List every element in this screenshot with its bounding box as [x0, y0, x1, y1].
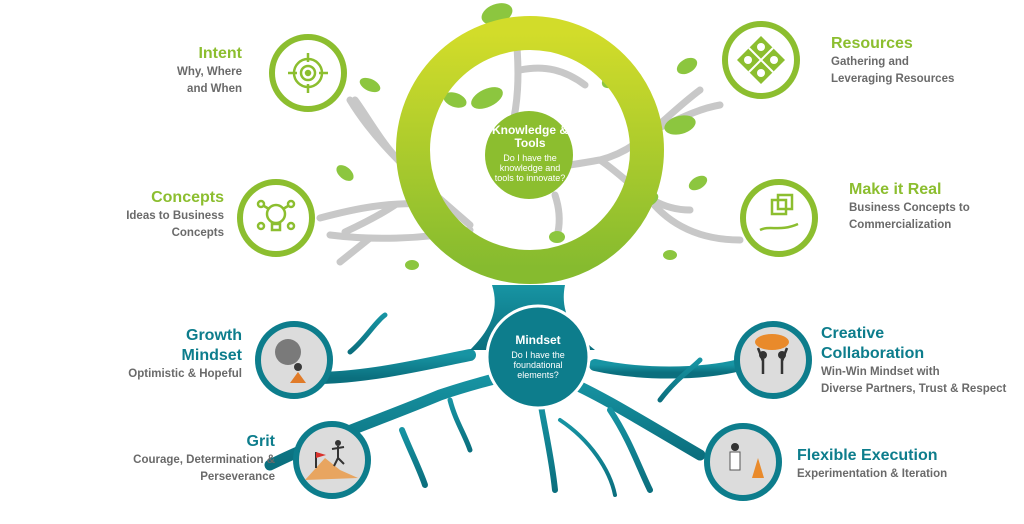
- resources-subtitle-1: Gathering and: [831, 56, 909, 68]
- growth-mindset-subtitle: Optimistic & Hopeful: [128, 368, 242, 380]
- make-it-real-subtitle-2: Commercialization: [849, 219, 952, 231]
- growth-mindset-label: Growth Mindset Optimistic & Hopeful: [92, 326, 242, 383]
- knowledge-hub-title: Knowledge & Tools: [491, 123, 568, 150]
- intent-node: [269, 34, 347, 112]
- climber-icon: [305, 440, 358, 480]
- flexible-execution-label: Flexible Execution Experimentation & Ite…: [797, 446, 997, 483]
- scientist-icon: [729, 443, 764, 478]
- mindset-hub-subtitle: Do I have the foundational elements?: [511, 350, 565, 380]
- creative-collaboration-label: Creative Collaboration Win-Win Mindset w…: [821, 324, 1021, 398]
- mindset-hub: Mindset Do I have the foundational eleme…: [496, 333, 580, 381]
- concepts-node: [237, 179, 315, 257]
- flexible-execution-node: [704, 423, 782, 501]
- resources-node: [722, 21, 800, 99]
- grit-node: [293, 421, 371, 499]
- creative-collaboration-node: [734, 321, 812, 399]
- grit-subtitle-1: Courage, Determination &: [133, 454, 275, 466]
- canopy-ring: [396, 16, 664, 284]
- make-it-real-subtitle-1: Business Concepts to: [849, 202, 970, 214]
- resources-diamond-icon: [737, 36, 785, 84]
- mindset-hub-circle: [485, 304, 591, 410]
- concepts-label: Concepts Ideas to Business Concepts: [74, 188, 224, 242]
- knowledge-hub-subtitle: Do I have the knowledge and tools to inn…: [494, 153, 566, 183]
- creative-collaboration-title-1: Creative: [821, 325, 885, 342]
- knowledge-hub-circle: [485, 111, 573, 199]
- cube-hand-icon: [759, 193, 799, 232]
- intent-subtitle-2: and When: [187, 83, 242, 95]
- make-it-real-title: Make it Real: [849, 181, 942, 198]
- flexible-execution-title: Flexible Execution: [797, 447, 938, 464]
- intent-label: Intent Why, Where and When: [92, 44, 242, 98]
- grit-title: Grit: [246, 433, 275, 450]
- make-it-real-label: Make it Real Business Concepts to Commer…: [849, 180, 1019, 234]
- mindset-hub-title: Mindset: [515, 333, 561, 347]
- growth-mindset-node: [255, 321, 333, 399]
- resources-title: Resources: [831, 35, 913, 52]
- concepts-subtitle-1: Ideas to Business: [126, 210, 224, 222]
- rock-person-icon: [275, 339, 306, 383]
- intent-title: Intent: [198, 45, 242, 62]
- knowledge-hub: Knowledge & Tools Do I have the knowledg…: [489, 123, 571, 184]
- creative-collaboration-subtitle-1: Win-Win Mindset with: [821, 366, 940, 378]
- intent-subtitle-1: Why, Where: [177, 66, 242, 78]
- lightbulb-icon: [256, 199, 296, 232]
- creative-collaboration-title-2: Collaboration: [821, 345, 925, 362]
- make-it-real-node: [740, 179, 818, 257]
- creative-collaboration-subtitle-2: Diverse Partners, Trust & Respect: [821, 383, 1007, 395]
- grit-subtitle-2: Perseverance: [200, 471, 275, 483]
- growth-mindset-title-1: Growth: [186, 327, 242, 344]
- target-icon: [288, 53, 328, 93]
- people-cloud-icon: [755, 334, 789, 374]
- resources-label: Resources Gathering and Leveraging Resou…: [831, 34, 1011, 88]
- flexible-execution-subtitle: Experimentation & Iteration: [797, 468, 948, 480]
- growth-mindset-title-2: Mindset: [181, 347, 242, 364]
- grit-label: Grit Courage, Determination & Perseveran…: [95, 432, 275, 486]
- resources-subtitle-2: Leveraging Resources: [831, 73, 955, 85]
- concepts-title: Concepts: [151, 189, 224, 206]
- concepts-subtitle-2: Concepts: [171, 227, 224, 239]
